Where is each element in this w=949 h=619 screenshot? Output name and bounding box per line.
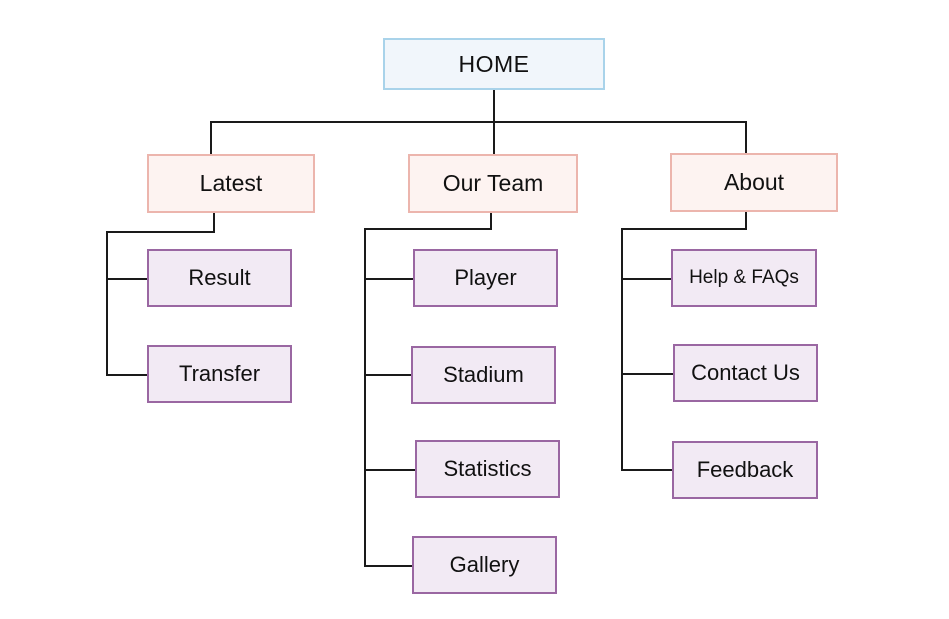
page-help-faqs: Help & FAQs	[671, 249, 817, 307]
page-label: Stadium	[443, 362, 524, 387]
section-about: About	[670, 153, 838, 212]
section-label: About	[723, 169, 785, 195]
page-feedback: Feedback	[672, 441, 818, 499]
page-label: Result	[188, 265, 251, 290]
page-label: Feedback	[696, 457, 794, 482]
page-label: Contact Us	[691, 360, 800, 385]
page-contact-us: Contact Us	[673, 344, 818, 402]
page-label: Transfer	[178, 361, 261, 386]
page-label: Gallery	[449, 552, 520, 577]
connector-latest-trunk	[106, 213, 215, 376]
page-transfer: Transfer	[147, 345, 292, 403]
page-label: Help & FAQs	[689, 267, 799, 288]
connector-about-trunk	[621, 212, 747, 471]
home-node: HOME	[383, 38, 605, 90]
section-latest: Latest	[147, 154, 315, 213]
section-label: Latest	[199, 170, 263, 196]
home-label: HOME	[458, 50, 530, 77]
page-label: Statistics	[443, 456, 532, 481]
section-label: Our Team	[442, 170, 544, 196]
page-stadium: Stadium	[411, 346, 556, 404]
page-gallery: Gallery	[412, 536, 557, 594]
page-player: Player	[413, 249, 558, 307]
connector-team-trunk	[364, 213, 492, 567]
page-statistics: Statistics	[415, 440, 560, 498]
section-our-team: Our Team	[408, 154, 578, 213]
page-label: Player	[454, 265, 517, 290]
page-result: Result	[147, 249, 292, 307]
